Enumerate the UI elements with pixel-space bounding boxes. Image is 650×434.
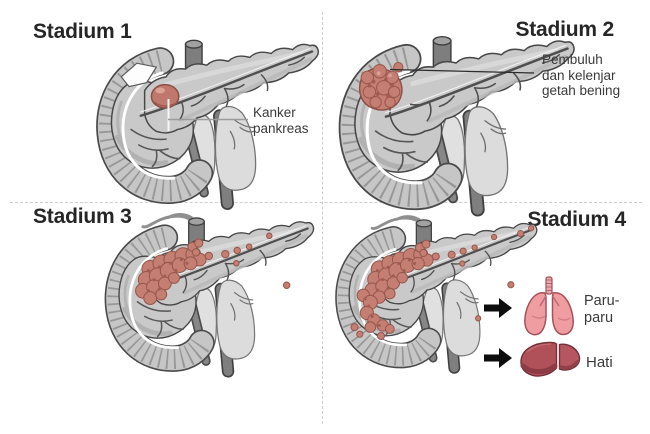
lungs-icon: [524, 276, 574, 336]
pancreas-stage3-illustration: [97, 212, 317, 386]
label-hati: Hati: [586, 354, 613, 372]
callout-line: Pembuluh: [542, 52, 603, 67]
organ-label-line: Hati: [586, 354, 613, 371]
divider-horizontal: [10, 202, 642, 203]
divider-vertical: [322, 12, 323, 424]
arrow-right-icon: [484, 348, 512, 368]
liver-icon: [520, 341, 581, 377]
callout-line: getah bening: [542, 83, 621, 98]
arrow-right-icon: [484, 298, 512, 318]
callout-kanker-pankreas: Kanker pankreas: [253, 105, 309, 136]
organ-label-line: Paru-: [584, 293, 620, 309]
callout-line: pankreas: [253, 120, 309, 136]
panel-title-stadium-4: Stadium 4: [527, 208, 626, 231]
organ-label-line: paru: [584, 309, 614, 326]
panel-title-stadium-3: Stadium 3: [33, 205, 132, 228]
callout-line: Kanker: [253, 105, 296, 120]
callout-pembuluh-kelenjar: Pembuluh dan kelenjar getah bening: [542, 52, 620, 99]
panel-title-stadium-2: Stadium 2: [515, 18, 614, 41]
panel-title-stadium-1: Stadium 1: [33, 20, 132, 43]
label-paru-paru: Paru- paru: [584, 293, 619, 326]
pancreas-stage2-illustration: [330, 30, 578, 226]
callout-line: dan kelenjar: [542, 67, 616, 83]
